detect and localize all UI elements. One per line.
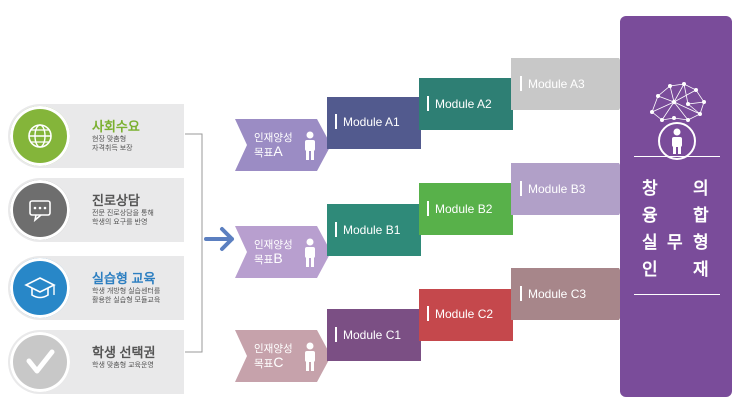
module-ribbon-c2: [419, 289, 513, 341]
goal-line1: 인재양성: [254, 239, 293, 251]
panel-char: 의: [693, 179, 709, 198]
goal-letter: A: [273, 143, 283, 159]
module-label-a1: Module A1: [335, 114, 400, 130]
module-label-c1: Module C1: [335, 327, 402, 343]
module-label-b3: Module B3: [520, 181, 586, 197]
graduation-cap-icon: [24, 277, 56, 299]
person-icon: [305, 131, 315, 160]
card-student-choice: 학생 선택권 학생 맞춤형 교육운영: [8, 330, 184, 394]
module-text: Module C2: [435, 306, 494, 321]
module-text: Module C1: [343, 327, 402, 342]
module-label-b1: Module B1: [335, 222, 401, 238]
module-ribbon-c1: [327, 309, 421, 361]
panel-char: 융: [642, 206, 658, 225]
person-circle-icon: [658, 122, 696, 160]
goal-line1: 인재양성: [254, 343, 293, 355]
panel-divider: [634, 294, 720, 295]
module-label-b2: Module B2: [427, 201, 493, 217]
card-subtitle-line1: 전문 진로상담을 통해: [92, 210, 154, 217]
card-subtitle-line2: 활용한 실습형 모듈교육: [92, 297, 161, 304]
brain-network-icon: [650, 82, 706, 122]
panel-divider: [634, 156, 720, 157]
panel-char: 창: [642, 179, 658, 198]
card-subtitle: 전문 진로상담을 통해 학생의 요구를 반영: [92, 209, 154, 227]
module-text: Module B2: [435, 201, 493, 216]
panel-char: 실: [642, 233, 658, 252]
checkmark-icon: [26, 349, 55, 374]
card-title: 실습형 교육: [92, 271, 156, 286]
goal-label-b: 인재양성 목표B: [254, 239, 293, 267]
module-label-c2: Module C2: [427, 306, 494, 322]
card-subtitle: 학생 개방형 실습센터를 활용한 실습형 모듈교육: [92, 287, 160, 305]
panel-char: 합: [693, 206, 709, 225]
goal-letter: C: [273, 354, 284, 370]
card-social-demand: 사회수요 현장 맞춤형 자격취득 보장: [8, 104, 184, 168]
module-ribbon-a3: [511, 58, 633, 110]
card-subtitle: 학생 맞춤형 교육운영: [92, 361, 154, 370]
panel-char: 인: [642, 260, 658, 279]
globe-icon: [28, 124, 52, 148]
chat-bubble-icon: [29, 200, 51, 223]
card-career-counseling: 진로상담 전문 진로상담을 통해 학생의 요구를 반영: [8, 178, 184, 242]
goal-line2: 목표: [254, 358, 274, 370]
module-ribbon-b2: [419, 183, 513, 235]
card-title: 사회수요: [92, 119, 140, 134]
goal-label-a: 인재양성 목표A: [254, 132, 293, 160]
module-text: Module B1: [343, 222, 401, 237]
module-text: Module A2: [435, 96, 492, 111]
card-subtitle-line2: 자격취득 보장: [92, 145, 133, 152]
card-practical-education: 실습형 교육 학생 개방형 실습센터를 활용한 실습형 모듈교육: [8, 256, 184, 320]
module-label-a3: Module A3: [520, 76, 585, 92]
module-text: Module A1: [343, 114, 400, 129]
goal-label-c: 인재양성 목표C: [254, 343, 293, 371]
module-ribbon-b3: [511, 163, 633, 215]
card-subtitle-line1: 현장 맞춤형: [92, 136, 127, 143]
module-text: Module C3: [528, 286, 587, 301]
goal-letter: B: [273, 250, 283, 266]
goal-line2: 목표: [254, 147, 274, 159]
card-subtitle-line1: 학생 맞춤형 교육운영: [92, 362, 154, 369]
person-icon: [305, 238, 315, 267]
module-ribbon-a2: [419, 78, 513, 130]
panel-char: 재: [693, 260, 709, 279]
card-icon-circle: [10, 258, 70, 318]
module-ribbon-b1: [327, 204, 421, 256]
module-label-c3: Module C3: [520, 286, 587, 302]
card-subtitle: 현장 맞춤형 자격취득 보장: [92, 135, 133, 153]
module-ribbon-c3: [511, 268, 633, 320]
card-title: 학생 선택권: [92, 345, 156, 360]
module-label-a2: Module A2: [427, 96, 492, 112]
module-text: Module A3: [528, 76, 585, 91]
module-ribbon-a1: [327, 97, 421, 149]
card-title: 진로상담: [92, 193, 140, 208]
card-icon-circle: [10, 332, 70, 392]
card-icon-circle: [10, 106, 70, 166]
person-icon: [305, 342, 315, 371]
card-subtitle-line1: 학생 개방형 실습센터를: [92, 288, 161, 295]
bracket-connector: [185, 133, 203, 353]
goal-line1: 인재양성: [254, 132, 293, 144]
module-text: Module B3: [528, 181, 586, 196]
card-icon-circle: [10, 180, 70, 240]
card-subtitle-line2: 학생의 요구를 반영: [92, 219, 148, 226]
panel-char: 무: [667, 233, 683, 252]
panel-char: 형: [693, 233, 709, 252]
right-arrow-icon: [204, 227, 234, 251]
talent-panel: 창 의 융 합 실 무 형 인 재: [620, 16, 732, 397]
goal-line2: 목표: [254, 254, 274, 266]
